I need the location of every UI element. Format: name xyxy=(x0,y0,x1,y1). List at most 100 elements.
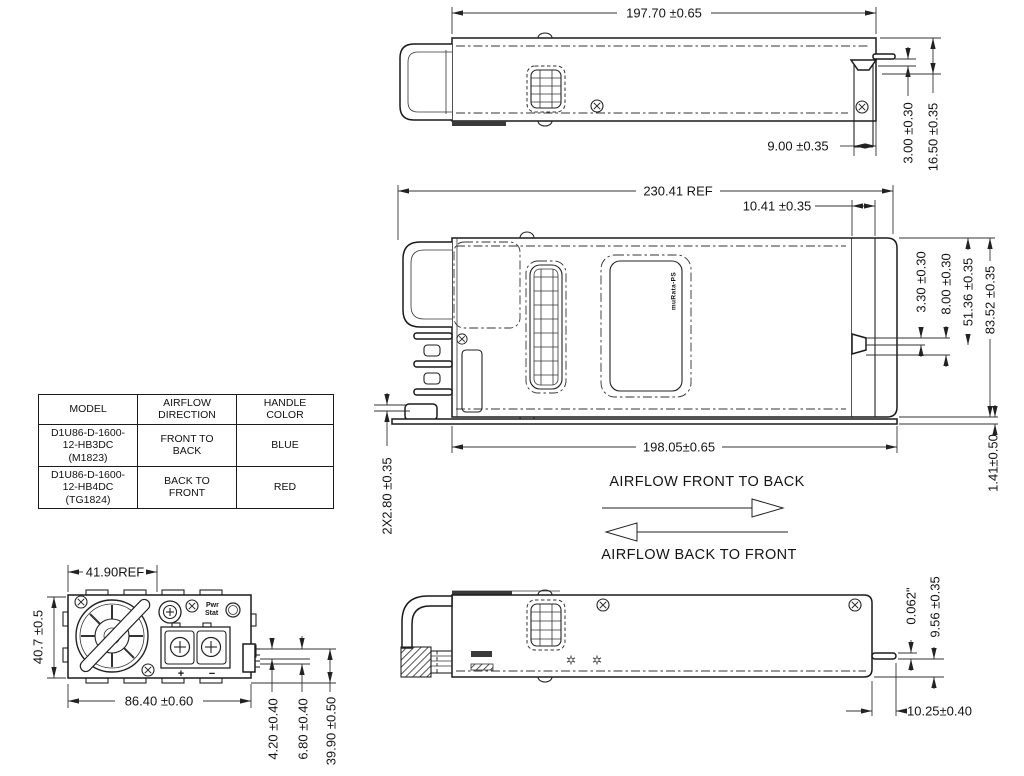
dim-label-plan-flange: 1.41±0.50 xyxy=(986,434,1001,492)
dim-label-top-bracket: 16.50 ±0.35 xyxy=(926,103,941,172)
dim-plan-latch: 10.41 ±0.35 xyxy=(743,199,876,236)
side-panel xyxy=(451,594,873,678)
header-handle-line2: COLOR xyxy=(266,409,304,422)
dim-top-pin: 3.00 ±0.30 xyxy=(878,47,916,164)
polarity-minus-label: − xyxy=(209,668,215,680)
dim-front-height: 40.7 ±0.5 xyxy=(31,596,66,679)
vent-grille-icon xyxy=(526,599,566,651)
dim-plan-p2: 8.00 ±0.30 xyxy=(939,253,954,367)
dim-label-top-rear: 9.00 ±0.35 xyxy=(767,139,828,154)
vent-grille-icon xyxy=(526,65,566,113)
dim-label-plan-latch: 10.41 ±0.35 xyxy=(743,199,812,214)
plan-view-body xyxy=(451,237,853,418)
countersunk-screw-icon xyxy=(851,333,867,355)
dim-plan-pins: 2X2.80 ±0.35 xyxy=(374,393,410,535)
dim-label-plan-overall: 230.41 REF xyxy=(643,184,712,199)
header-handle-color: HANDLE COLOR xyxy=(236,394,334,425)
screw-icon xyxy=(74,595,88,609)
polarity-plus-label: + xyxy=(178,668,184,680)
airflow-line2: BACK xyxy=(172,445,202,458)
dim-side-rear: 10.25±0.40 xyxy=(846,663,972,719)
header-airflow-line1: AIRFLOW xyxy=(163,397,211,409)
dim-front-width: 86.40 ±0.60 xyxy=(67,684,252,709)
model-cell: D1U86-D-1600- 12-HB4DC (TG1824) xyxy=(38,465,138,510)
arrow-left-icon xyxy=(604,522,788,542)
dim-label-plan-pins: 2X2.80 ±0.35 xyxy=(380,457,395,534)
top-view-body xyxy=(451,37,877,122)
handle-color-cell: RED xyxy=(236,465,334,510)
vent-grille-icon xyxy=(525,260,567,394)
table-header-row: MODEL AIRFLOW DIRECTION HANDLE COLOR xyxy=(38,394,334,425)
dim-label-plan-body: 198.05±0.65 xyxy=(643,440,715,455)
model-line1: D1U86-D-1600- xyxy=(50,468,126,481)
dim-label-front-fan: 41.90REF xyxy=(86,565,145,580)
screw-icon xyxy=(185,599,199,613)
terminal-block xyxy=(160,622,231,669)
dim-plan-p3: 51.36 ±0.35 xyxy=(899,237,995,345)
plan-view: muRata-PS 230.41 REF 10.41 ±0.35 xyxy=(374,184,1001,535)
screw-icon xyxy=(141,663,155,677)
model-table: MODEL AIRFLOW DIRECTION HANDLE COLOR D1U… xyxy=(38,394,334,510)
signal-connector xyxy=(242,643,260,673)
dim-label-plan-p1: 3.30 ±0.30 xyxy=(914,251,929,312)
model-line2: 12-HB4DC xyxy=(62,481,114,494)
handle-color-value: BLUE xyxy=(271,439,299,452)
front-view: Pwr Stat + − xyxy=(31,565,339,766)
dim-label-front-p1: 4.20 ±0.40 xyxy=(266,698,281,759)
dim-label-side-pin: 0.062" xyxy=(904,587,919,625)
dim-plan-body: 198.05±0.65 xyxy=(451,426,898,455)
dim-plan-p1: 3.30 ±0.30 xyxy=(914,251,929,357)
thumbscrew-icon xyxy=(158,600,182,624)
dim-label-front-width: 86.40 ±0.60 xyxy=(125,694,194,709)
airflow-line1: FRONT TO xyxy=(160,432,214,445)
header-handle-line1: HANDLE xyxy=(263,397,307,409)
dim-label-front-height: 40.7 ±0.5 xyxy=(31,610,46,664)
airflow-line2: FRONT xyxy=(168,487,206,500)
model-line3: (M1823) xyxy=(68,451,108,464)
dim-label-plan-p2: 8.00 ±0.30 xyxy=(939,253,954,314)
handle-color-cell: BLUE xyxy=(236,423,334,467)
brand-label: muRata-PS xyxy=(670,272,677,311)
airflow-legend: AIRFLOW FRONT TO BACK AIRFLOW BACK TO FR… xyxy=(601,474,804,563)
screw-icon xyxy=(456,333,468,345)
led-indicator xyxy=(225,602,241,618)
model-line3: (TG1824) xyxy=(65,493,111,506)
screw-icon xyxy=(590,99,604,113)
airflow-line1: BACK TO xyxy=(164,475,210,488)
handle-color-value: RED xyxy=(273,481,297,494)
dim-top-bracket: 16.50 ±0.35 xyxy=(880,37,941,172)
input-terminal-pins xyxy=(413,332,453,396)
mounting-flange xyxy=(391,418,898,425)
airflow-cell: FRONT TO BACK xyxy=(137,423,237,467)
dim-side-base: 9.56 ±0.35 xyxy=(874,576,944,689)
dim-label-top-length: 197.70 ±0.65 xyxy=(626,6,702,21)
base-flange-edge xyxy=(452,121,506,126)
vent-slot xyxy=(470,663,494,671)
dim-plan-flange: 1.41±0.50 xyxy=(899,405,1001,492)
product-label-area: muRata-PS xyxy=(600,254,692,398)
screw-icon xyxy=(855,100,869,114)
handle-bar xyxy=(79,598,151,673)
dim-plan-width: 83.52 ±0.35 xyxy=(899,238,998,418)
dim-label-front-p2: 6.80 ±0.40 xyxy=(296,698,311,759)
front-latch xyxy=(404,403,438,421)
table-row: D1U86-D-1600- 12-HB4DC (TG1824) BACK TO … xyxy=(38,465,334,510)
label-window xyxy=(461,349,483,413)
screw-icon xyxy=(848,598,862,612)
vent-slot xyxy=(471,651,492,657)
handle-icon xyxy=(401,595,453,649)
dim-label-front-overall: 39.90 ±0.50 xyxy=(324,697,339,766)
dim-label-side-rear: 10.25±0.40 xyxy=(907,704,972,719)
dim-side-pin: 0.062" xyxy=(898,587,944,671)
table-row: D1U86-D-1600- 12-HB3DC (M1823) FRONT TO … xyxy=(38,423,334,467)
top-rail xyxy=(452,591,512,596)
airflow-cell: BACK TO FRONT xyxy=(137,465,237,510)
dim-plan-overall: 230.41 REF xyxy=(397,184,894,240)
handle-icon xyxy=(402,241,521,329)
model-cell: D1U86-D-1600- 12-HB3DC (M1823) xyxy=(38,423,138,467)
header-model: MODEL xyxy=(38,394,138,425)
dim-top-length: 197.70 ±0.65 xyxy=(451,6,877,34)
dim-label-side-base: 9.56 ±0.35 xyxy=(928,576,943,637)
